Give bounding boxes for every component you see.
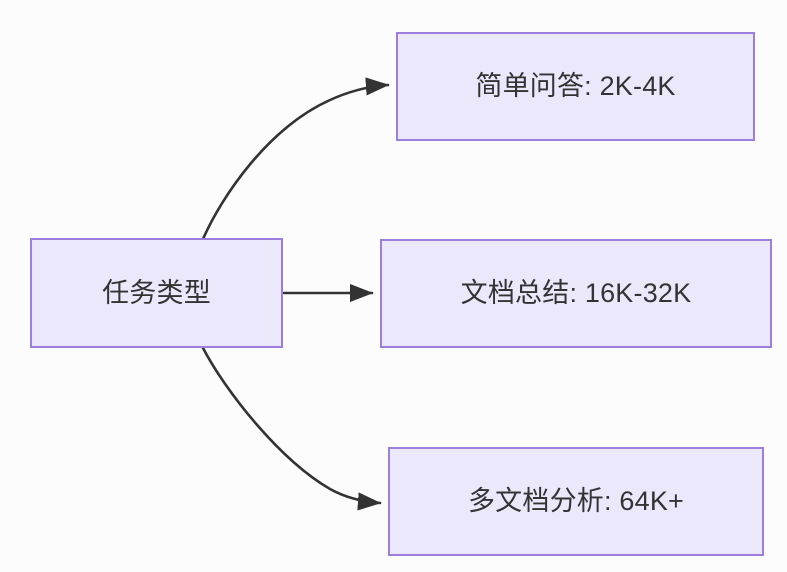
- edge-root-to-multi-doc: [201, 346, 382, 511]
- node-simple-qa-label: 简单问答: 2K-4K: [475, 71, 676, 102]
- node-multi-document-analysis-label: 多文档分析: 64K+: [467, 486, 684, 517]
- node-task-type[interactable]: 任务类型: [30, 238, 283, 348]
- node-simple-qa[interactable]: 简单问答: 2K-4K: [396, 32, 755, 141]
- node-document-summary[interactable]: 文档总结: 16K-32K: [380, 239, 772, 348]
- node-task-type-label: 任务类型: [102, 277, 211, 308]
- node-document-summary-label: 文档总结: 16K-32K: [460, 278, 692, 309]
- edge-root-to-simple-qa: [201, 77, 390, 241]
- node-multi-document-analysis[interactable]: 多文档分析: 64K+: [388, 447, 764, 556]
